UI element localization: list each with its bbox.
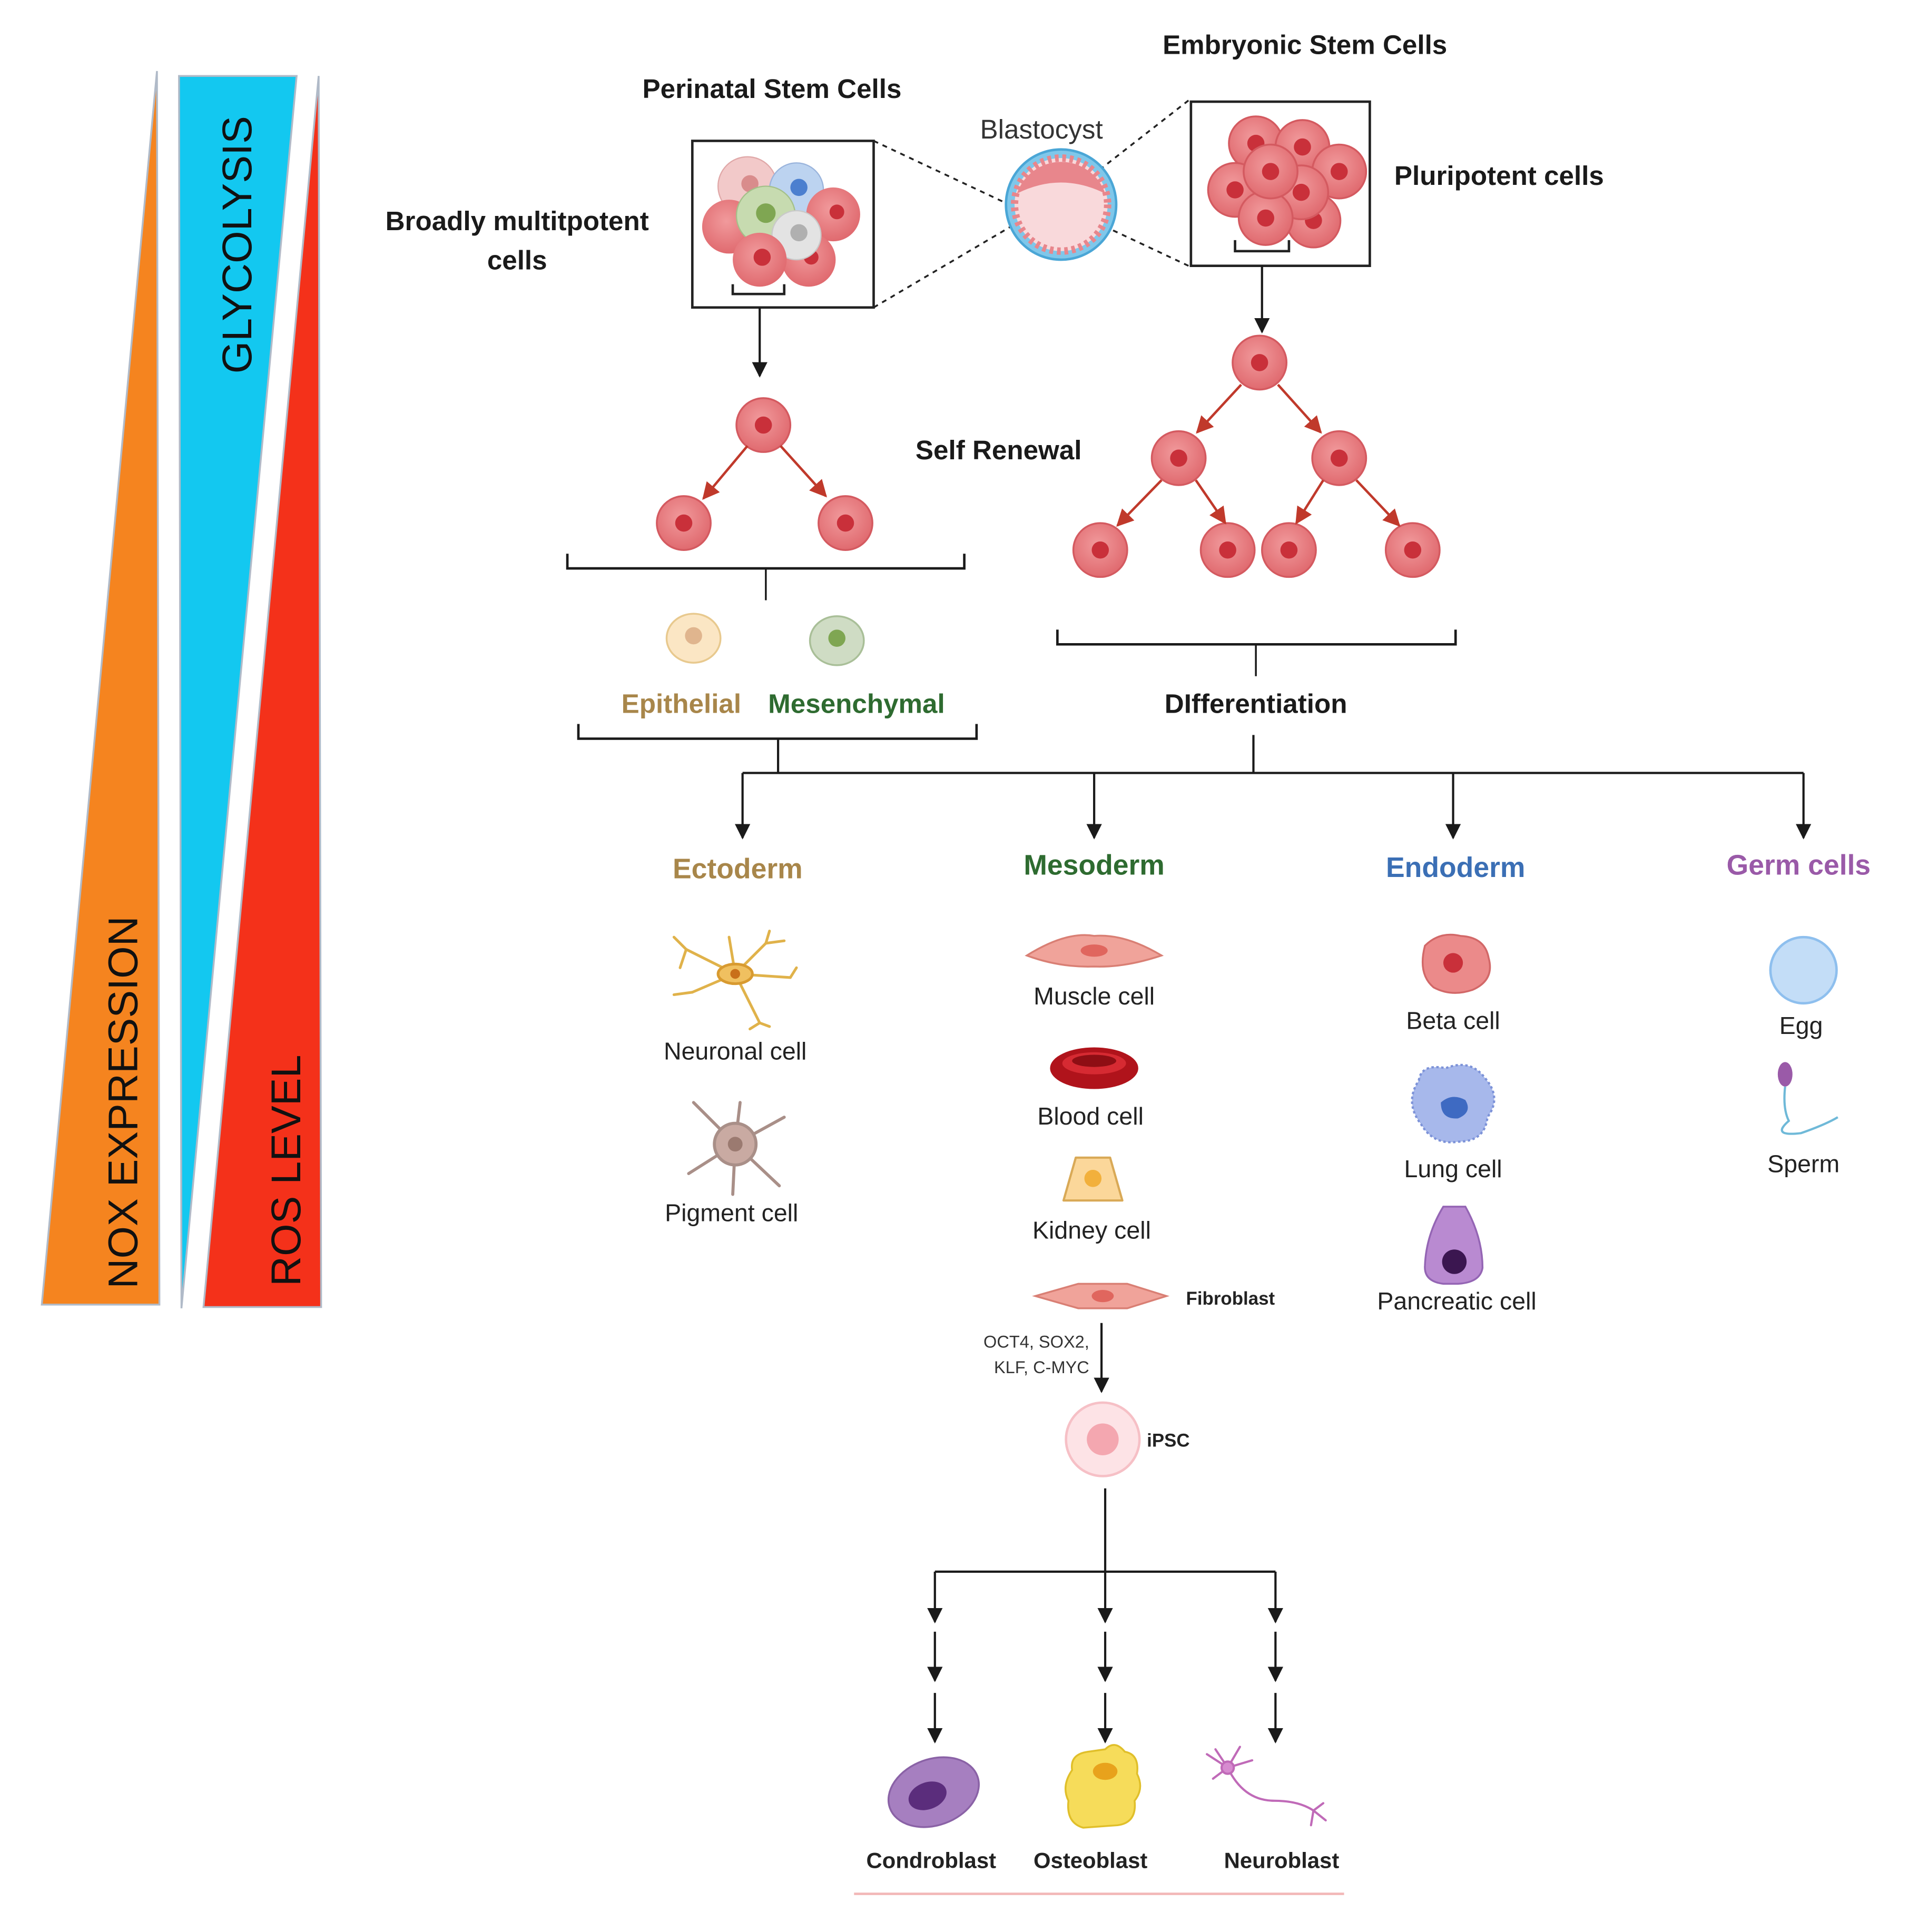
pigment-cell-label: Pigment cell xyxy=(665,1199,798,1227)
beta-cell-icon xyxy=(1421,933,1491,994)
osteoblast-icon xyxy=(1065,1744,1142,1829)
perinatal-self-renewal-tree xyxy=(656,397,873,551)
glycolysis-label: GLYCOLYSIS xyxy=(213,116,260,373)
pancreatic-cell-label: Pancreatic cell xyxy=(1377,1287,1536,1315)
beta-cell-label: Beta cell xyxy=(1406,1007,1500,1034)
ros-level-label: ROS LEVEL xyxy=(262,1055,309,1286)
condroblast-label: Condroblast xyxy=(867,1848,997,1873)
blood-cell-icon xyxy=(1050,1047,1138,1089)
neuronal-cell-icon xyxy=(672,929,798,1031)
nox-expression-bar: NOX EXPRESSION xyxy=(41,71,161,1306)
pigment-cell-icon xyxy=(687,1101,786,1196)
broadly-multipotent-label-line1: Broadly multitpotent xyxy=(386,206,649,236)
kidney-cell-icon xyxy=(1062,1156,1124,1202)
sperm-label: Sperm xyxy=(1767,1150,1839,1178)
embryonic-stem-cells-title: Embryonic Stem Cells xyxy=(1163,29,1447,60)
mesenchymal-cell-icon xyxy=(809,615,865,666)
ipsc-branch-arrows xyxy=(927,1571,1283,1744)
endoderm-title: Endoderm xyxy=(1386,852,1525,883)
ectoderm-title: Ectoderm xyxy=(673,854,803,885)
egg-label: Egg xyxy=(1779,1012,1823,1039)
epithelial-cell-icon xyxy=(665,613,722,664)
pancreatic-cell-icon xyxy=(1424,1206,1484,1285)
condroblast-icon xyxy=(887,1756,980,1828)
blastocyst-illustration xyxy=(1005,148,1118,261)
broadly-multipotent-label-line2: cells xyxy=(487,245,547,275)
neuroblast-icon xyxy=(1206,1746,1327,1827)
fibroblast-label: Fibroblast xyxy=(1186,1288,1275,1309)
muscle-cell-label: Muscle cell xyxy=(1034,982,1155,1010)
lung-cell-icon xyxy=(1411,1063,1495,1144)
embryonic-self-renewal-tree xyxy=(1072,334,1441,578)
blood-cell-label: Blood cell xyxy=(1037,1102,1144,1130)
perinatal-cell-cluster-box xyxy=(691,140,875,309)
ros-level-bar: ROS LEVEL xyxy=(202,76,322,1308)
epithelial-label: Epithelial xyxy=(622,689,741,719)
pluripotent-cells-label: Pluripotent cells xyxy=(1394,161,1604,191)
ipsc-label: iPSC xyxy=(1147,1431,1189,1451)
neuronal-cell-label: Neuronal cell xyxy=(664,1038,806,1065)
muscle-cell-icon xyxy=(1025,934,1164,968)
reprogramming-factors-line2: KLF, C-MYC xyxy=(994,1358,1089,1377)
ipsc-icon xyxy=(1065,1401,1141,1477)
neuroblast-label: Neuroblast xyxy=(1224,1848,1340,1873)
perinatal-stem-cells-title: Perinatal Stem Cells xyxy=(643,74,902,104)
mesoderm-title: Mesoderm xyxy=(1024,850,1165,881)
sperm-icon xyxy=(1777,1062,1838,1135)
egg-icon xyxy=(1769,935,1838,1005)
glycolysis-bar: GLYCOLYSIS xyxy=(178,75,298,1309)
blastocyst-label: Blastocyst xyxy=(980,114,1103,144)
germ-cells-title: Germ cells xyxy=(1727,850,1871,881)
kidney-cell-label: Kidney cell xyxy=(1032,1216,1151,1244)
self-renewal-label: Self Renewal xyxy=(916,435,1082,465)
osteoblast-label: Osteoblast xyxy=(1034,1848,1147,1873)
lung-cell-label: Lung cell xyxy=(1404,1155,1502,1182)
pluripotent-cell-cluster-box xyxy=(1189,100,1371,268)
nox-expression-label: NOX EXPRESSION xyxy=(100,916,146,1288)
mesenchymal-label: Mesenchymal xyxy=(768,689,945,719)
differentiation-label: DIfferentiation xyxy=(1165,689,1347,719)
fibroblast-icon xyxy=(1032,1283,1170,1309)
reprogramming-factors-line1: OCT4, SOX2, xyxy=(983,1332,1089,1351)
